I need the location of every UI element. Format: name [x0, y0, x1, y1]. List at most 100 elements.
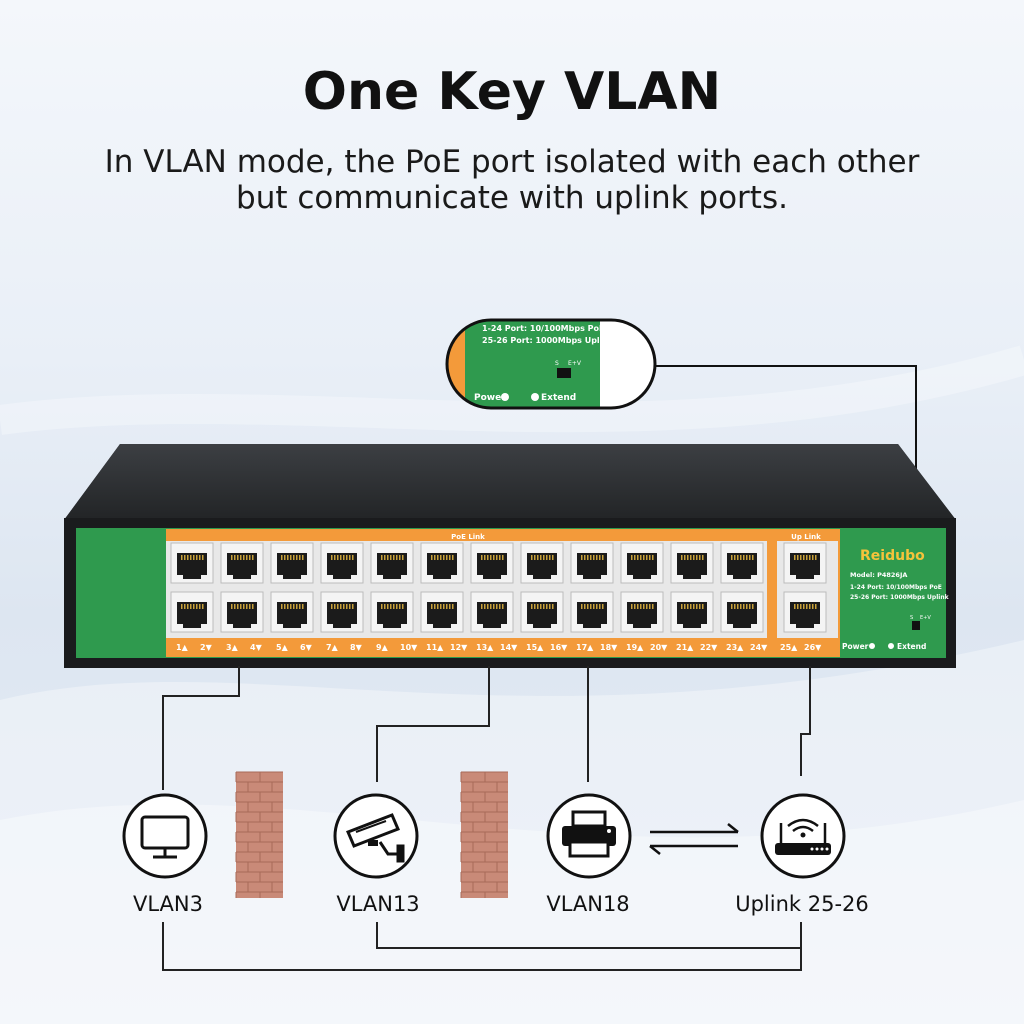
- poe-switch: PoE Link Up Link 1▲2▼3▲4▼5▲6▼7▲8▼9▲10▼11…: [64, 444, 956, 668]
- port-number: 5▲: [276, 643, 289, 652]
- zoom-power-led: [501, 393, 509, 401]
- rj45-port-8[interactable]: [320, 591, 364, 633]
- power-label: Power: [842, 642, 869, 651]
- rj45-port-12[interactable]: [420, 591, 464, 633]
- rj45-port-20[interactable]: [620, 591, 664, 633]
- printer-icon: [562, 810, 616, 858]
- zoom-spec-1: 1-24 Port: 10/100Mbps PoE: [482, 324, 604, 333]
- spec-line-2: 25-26 Port: 1000Mbps Uplink: [850, 594, 950, 601]
- switch-ev-label: E+V: [920, 615, 931, 621]
- rj45-port-14[interactable]: [470, 591, 514, 633]
- rj45-port-21[interactable]: [670, 542, 714, 584]
- model-label: Model: P4826JA: [850, 571, 907, 579]
- port-number: 21▲: [676, 643, 694, 652]
- poe-port-block: [166, 541, 767, 638]
- line-vlan13-uplink: [376, 922, 801, 949]
- rj45-port-24[interactable]: [720, 591, 764, 633]
- router-icon: [775, 818, 831, 855]
- vlan-mode-switch[interactable]: [912, 621, 920, 630]
- zoom-power-label: Power: [474, 393, 506, 403]
- monitor-icon: [140, 815, 190, 859]
- label-uplink: Uplink 25-26: [735, 892, 869, 916]
- port-number: 1▲: [176, 643, 189, 652]
- port-number: 17▲: [576, 643, 594, 652]
- power-led: [869, 643, 875, 649]
- port-number: 2▼: [200, 643, 213, 652]
- line-vlan3: [162, 666, 240, 790]
- port-number: 6▼: [300, 643, 313, 652]
- rj45-port-11[interactable]: [420, 542, 464, 584]
- port-number: 23▲: [726, 643, 744, 652]
- port-number: 8▼: [350, 643, 363, 652]
- subtitle-line-1: In VLAN mode, the PoE port isolated with…: [104, 144, 920, 180]
- label-vlan3: VLAN3: [133, 892, 203, 916]
- port-number: 24▼: [750, 643, 768, 652]
- rj45-port-15[interactable]: [520, 542, 564, 584]
- rj45-port-25[interactable]: [783, 542, 827, 584]
- rj45-port-17[interactable]: [570, 542, 614, 584]
- camera-device: [333, 793, 419, 879]
- bidirectional-arrows-icon: [649, 823, 739, 855]
- port-number: 12▼: [450, 643, 468, 652]
- extend-label: Extend: [897, 642, 926, 651]
- rj45-port-16[interactable]: [520, 591, 564, 633]
- rj45-port-10[interactable]: [370, 591, 414, 633]
- rj45-port-4[interactable]: [220, 591, 264, 633]
- rj45-port-3[interactable]: [220, 542, 264, 584]
- rj45-port-18[interactable]: [570, 591, 614, 633]
- port-number: 15▲: [526, 643, 544, 652]
- zoom-spec-2: 25-26 Port: 1000Mbps Uplink: [482, 336, 614, 345]
- subtitle-line-2: but communicate with uplink ports.: [236, 180, 788, 216]
- port-number: 14▼: [500, 643, 518, 652]
- label-vlan13: VLAN13: [336, 892, 420, 916]
- line-vlan3-uplink: [162, 922, 802, 971]
- rj45-port-1[interactable]: [170, 542, 214, 584]
- line-vlan13: [376, 666, 490, 782]
- port-number: 18▼: [600, 643, 618, 652]
- rj45-port-22[interactable]: [670, 591, 714, 633]
- firewall-2: [460, 771, 508, 898]
- monitor-device: [122, 793, 208, 879]
- rj45-port-9[interactable]: [370, 542, 414, 584]
- rj45-port-23[interactable]: [720, 542, 764, 584]
- router-device: [760, 793, 846, 879]
- zoom-mode-switch: [557, 368, 571, 378]
- firewall-1: [235, 771, 283, 898]
- brand-logo: Reidubo: [860, 548, 925, 564]
- zoom-switch-ev: E+V: [568, 360, 582, 367]
- rj45-port-13[interactable]: [470, 542, 514, 584]
- port-number: 13▲: [476, 643, 494, 652]
- rj45-port-7[interactable]: [320, 542, 364, 584]
- port-number: 4▼: [250, 643, 263, 652]
- port-number: 7▲: [326, 643, 339, 652]
- switch-s-label: S: [910, 615, 913, 621]
- zoom-extend-led: [531, 393, 539, 401]
- spec-line-1: 1-24 Port: 10/100Mbps PoE: [850, 584, 942, 591]
- rj45-port-2[interactable]: [170, 591, 214, 633]
- uplink-label: Up Link: [791, 533, 821, 541]
- poe-link-label: PoE Link: [451, 533, 485, 541]
- connection-lines: [162, 666, 811, 971]
- port-number: 22▼: [700, 643, 718, 652]
- port-numbers: 1▲2▼3▲4▼5▲6▼7▲8▼9▲10▼11▲12▼13▲14▼15▲16▼1…: [176, 643, 822, 652]
- port-number: 3▲: [226, 643, 239, 652]
- zoom-switch-s: S: [555, 360, 559, 367]
- port-number: 10▼: [400, 643, 418, 652]
- printer-device: [546, 793, 632, 879]
- port-number: 19▲: [626, 643, 644, 652]
- line-uplink: [800, 666, 811, 776]
- port-number: 11▲: [426, 643, 444, 652]
- camera-icon: [346, 813, 405, 863]
- port-number: 20▼: [650, 643, 668, 652]
- rj45-port-19[interactable]: [620, 542, 664, 584]
- rj45-port-6[interactable]: [270, 591, 314, 633]
- port-grid: [166, 541, 838, 638]
- extend-led: [888, 643, 894, 649]
- zoom-extend-label: Extend: [541, 393, 576, 403]
- port-number: 25▲: [780, 643, 798, 652]
- label-vlan18: VLAN18: [546, 892, 630, 916]
- rj45-port-5[interactable]: [270, 542, 314, 584]
- port-number: 26▼: [804, 643, 822, 652]
- rj45-port-26[interactable]: [783, 591, 827, 633]
